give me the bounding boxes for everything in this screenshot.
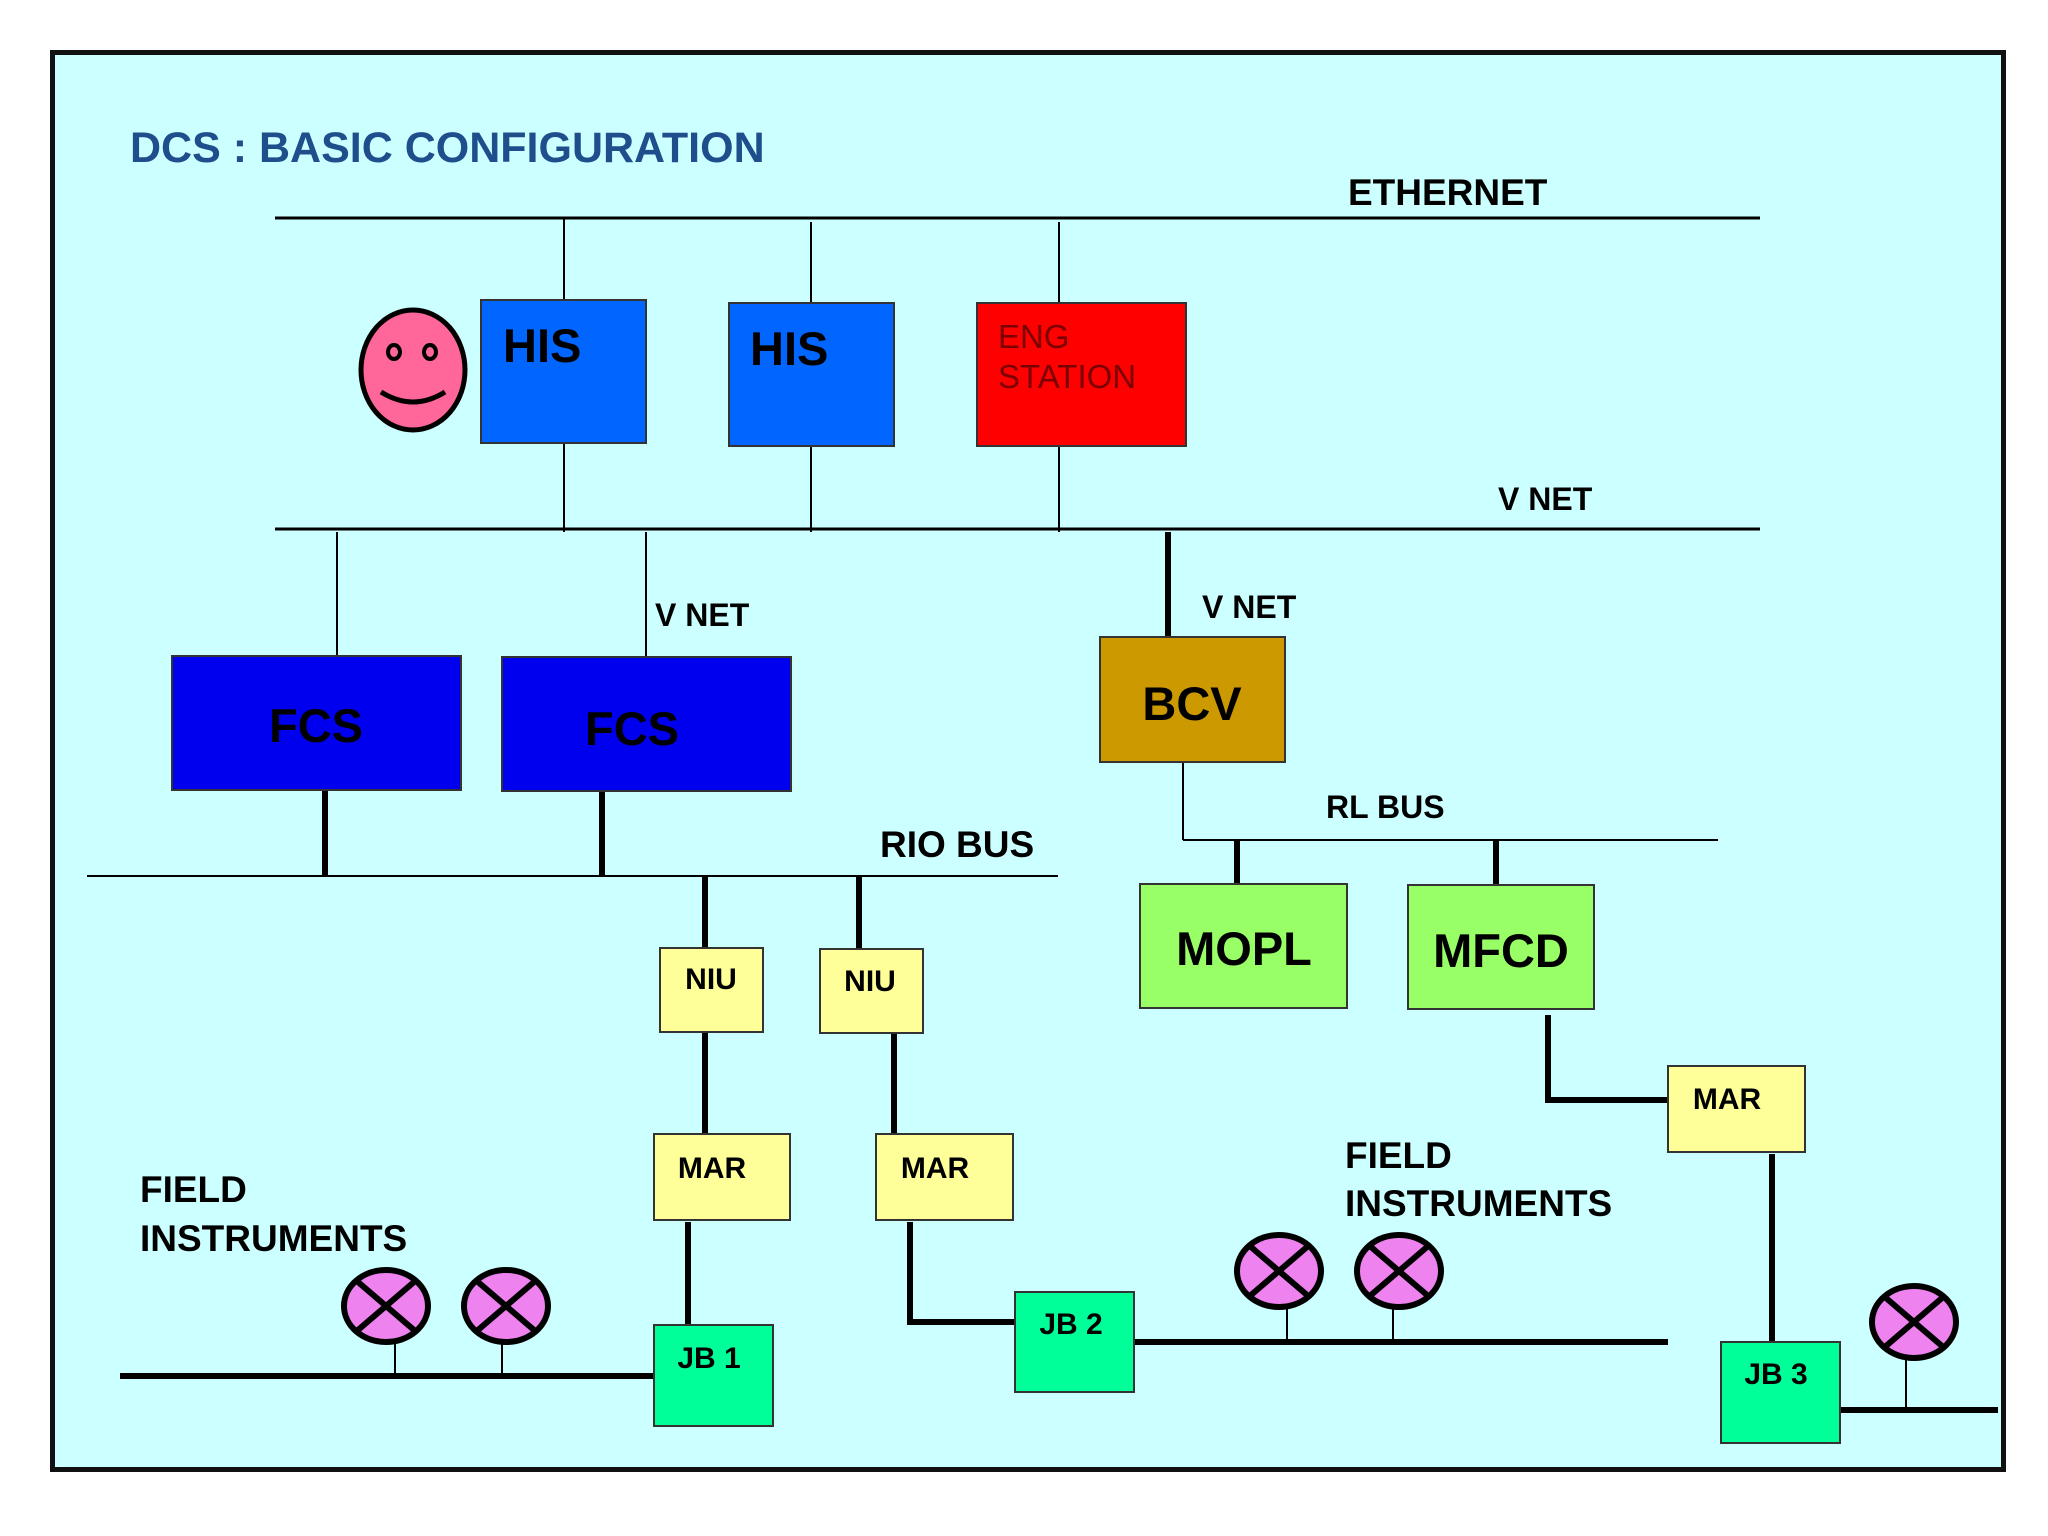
his-1-node[interactable]: HIS <box>480 299 647 444</box>
field-instruments-right-line2: INSTRUMENTS <box>1345 1183 1612 1224</box>
fcs-1-node[interactable]: FCS <box>171 655 462 791</box>
fcs-2-label: FCS <box>585 702 679 755</box>
jb-3-label: JB 3 <box>1744 1358 1807 1391</box>
mopl-node[interactable]: MOPL <box>1139 883 1348 1009</box>
field-instrument-3[interactable] <box>1234 1232 1324 1342</box>
vnet-bcv-label: V NET <box>1202 589 1297 625</box>
field-instrument-2[interactable] <box>461 1267 551 1376</box>
field-instruments-right-line1: FIELD <box>1345 1135 1452 1176</box>
field-instrument-5[interactable] <box>1869 1283 1959 1410</box>
smiley-face-icon <box>358 307 468 433</box>
fcs-2-node[interactable]: FCS <box>501 656 792 792</box>
eng-station-label-line2: STATION <box>998 358 1136 395</box>
eng-station-label-line1: ENG <box>998 318 1070 355</box>
page-title: DCS : BASIC CONFIGURATION <box>130 124 765 172</box>
link-mar2-jb2 <box>907 1222 1015 1325</box>
field-instruments-left-line1: FIELD <box>140 1169 247 1210</box>
jb-2-node[interactable]: JB 2 <box>1014 1291 1135 1393</box>
field-instrument-1[interactable] <box>341 1267 431 1376</box>
field-instruments-left-line2: INSTRUMENTS <box>140 1218 407 1259</box>
vnet-main-label: V NET <box>1498 481 1593 517</box>
mar-1-label: MAR <box>678 1152 747 1185</box>
his-2-label: HIS <box>750 322 828 375</box>
niu-1-label: NIU <box>685 963 737 996</box>
jb-1-label: JB 1 <box>677 1342 740 1375</box>
field-instrument-4[interactable] <box>1354 1232 1444 1342</box>
rio-bus-label: RIO BUS <box>880 824 1034 865</box>
mar-3-node[interactable]: MAR <box>1667 1065 1806 1153</box>
link-mfcd-mar3 <box>1545 1015 1668 1103</box>
mar-1-node[interactable]: MAR <box>653 1133 791 1221</box>
mfcd-label: MFCD <box>1433 924 1569 977</box>
mar-3-label: MAR <box>1693 1083 1762 1116</box>
niu-2-label: NIU <box>844 965 896 998</box>
mopl-label: MOPL <box>1176 922 1312 975</box>
eng-station-node[interactable]: ENG STATION <box>976 302 1187 447</box>
niu-1-node[interactable]: NIU <box>659 947 764 1033</box>
bcv-label: BCV <box>1142 677 1242 730</box>
fcs-1-label: FCS <box>269 699 363 752</box>
his-1-label: HIS <box>503 319 581 372</box>
bcv-node[interactable]: BCV <box>1099 636 1286 763</box>
niu-2-node[interactable]: NIU <box>819 948 924 1034</box>
vnet-fcs-label: V NET <box>655 597 750 633</box>
mar-2-node[interactable]: MAR <box>875 1133 1014 1221</box>
jb-3-node[interactable]: JB 3 <box>1720 1341 1841 1444</box>
rl-bus-label: RL BUS <box>1326 789 1445 825</box>
mfcd-node[interactable]: MFCD <box>1407 884 1595 1010</box>
jb-2-label: JB 2 <box>1039 1308 1102 1341</box>
jb-1-node[interactable]: JB 1 <box>653 1324 774 1427</box>
his-2-node[interactable]: HIS <box>728 302 895 447</box>
mar-2-label: MAR <box>901 1152 970 1185</box>
ethernet-label: ETHERNET <box>1348 172 1548 213</box>
